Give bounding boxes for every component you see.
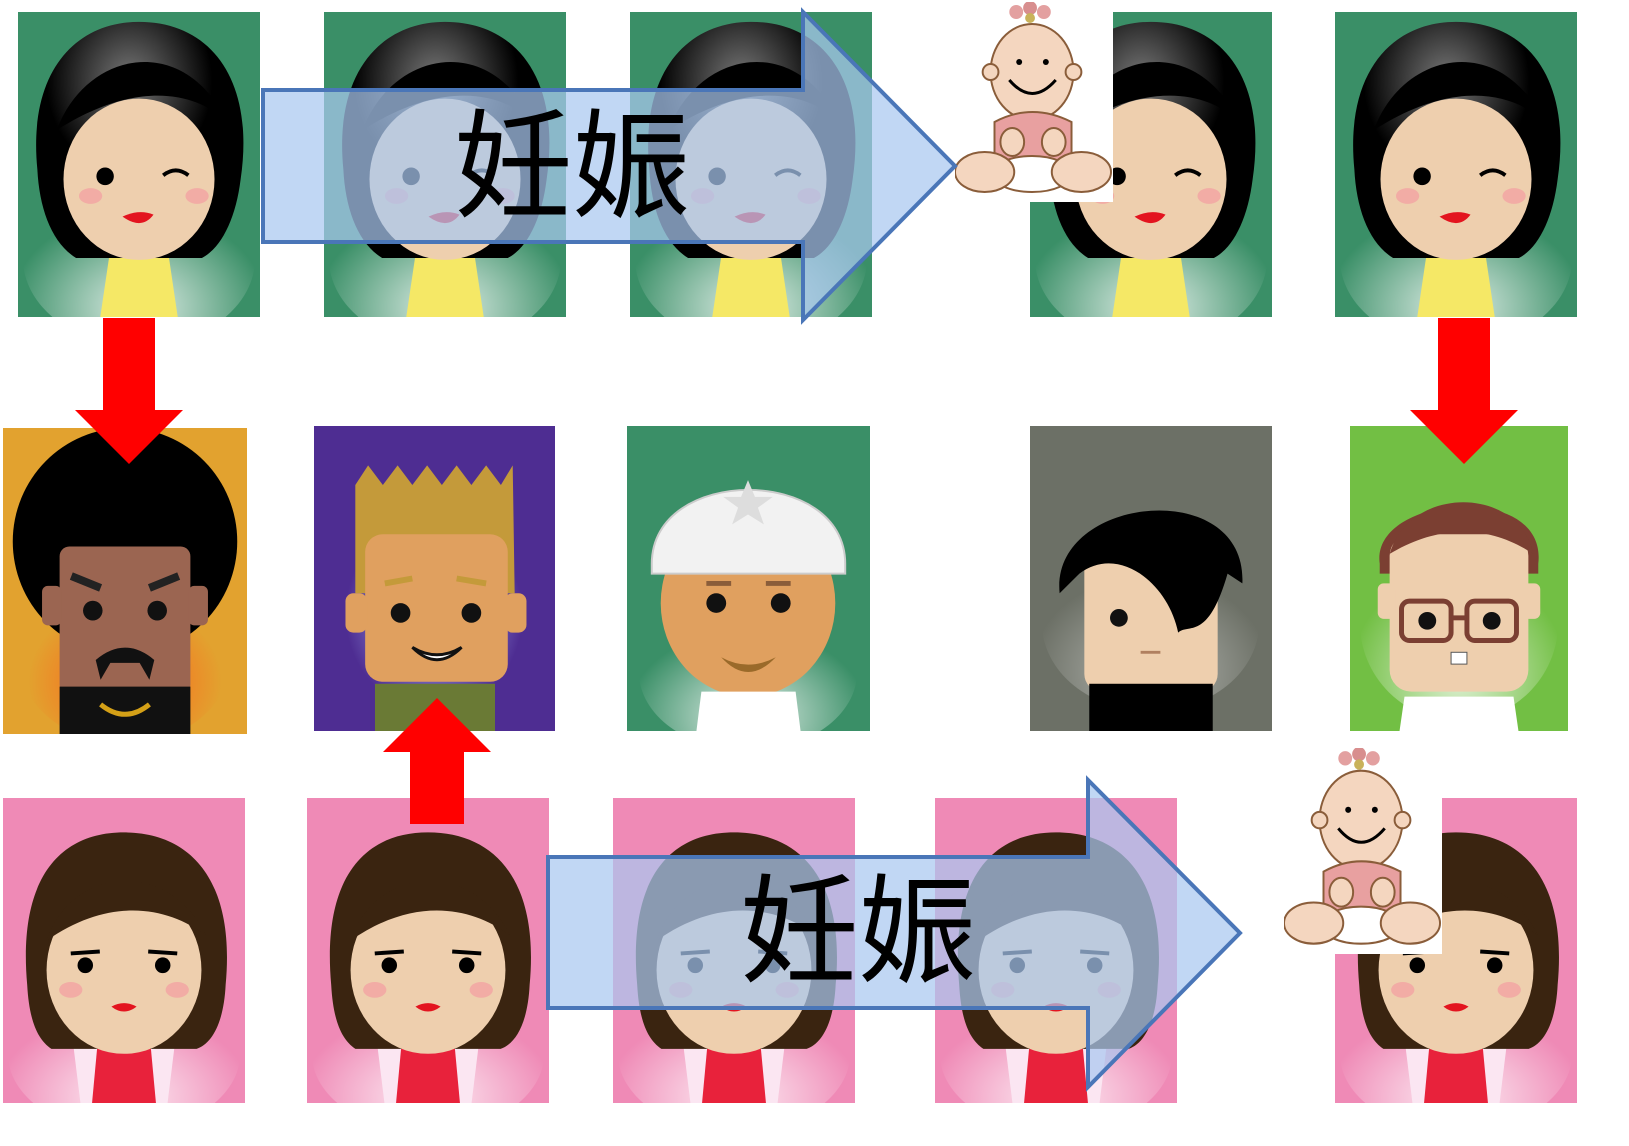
baby-bottom xyxy=(1284,748,1442,954)
woman-a-portrait-1 xyxy=(18,12,260,317)
man-blond-portrait xyxy=(314,426,555,731)
woman-b-portrait-3 xyxy=(613,798,855,1103)
man-afro-portrait xyxy=(3,428,247,734)
man-cap-portrait xyxy=(627,426,870,731)
woman-b-portrait-4 xyxy=(935,798,1177,1103)
woman-a-portrait-2 xyxy=(324,12,566,317)
baby-top xyxy=(955,2,1113,202)
man-emo-portrait xyxy=(1030,426,1272,731)
woman-b-portrait-1 xyxy=(3,798,245,1103)
man-nerd-portrait xyxy=(1350,426,1568,731)
woman-b-portrait-2 xyxy=(307,798,549,1103)
woman-a-portrait-5 xyxy=(1335,12,1577,317)
woman-a-portrait-3 xyxy=(630,12,872,317)
